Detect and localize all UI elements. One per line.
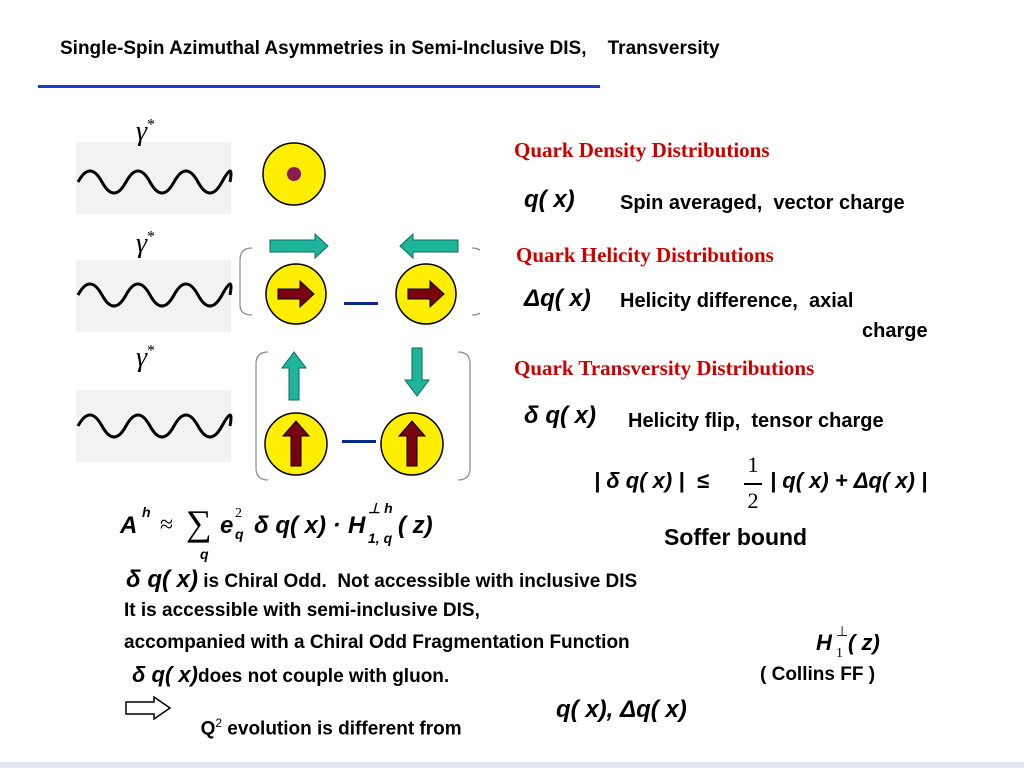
line1-text: is Chiral Odd. Not accessible with inclu…	[197, 571, 638, 592]
soffer-frac-den: 2	[747, 488, 759, 513]
photon-label-3: γ*	[136, 342, 156, 373]
photon-transverse-down-arrow	[404, 347, 430, 397]
fragmentation-line: accompanied with a Chiral Odd Fragmentat…	[124, 632, 630, 653]
formula-delta-q: Δq( x)	[524, 285, 591, 312]
line3-H-sup: ⊥	[836, 625, 849, 640]
quark-unpolarized	[262, 142, 326, 206]
photon-line-1	[76, 142, 233, 214]
line5-Q: Q	[200, 718, 216, 740]
quark-helicity-minus	[395, 263, 457, 325]
asym-e-sub: q	[235, 526, 244, 542]
bracket-right-3	[457, 351, 471, 481]
desc-transversity: Helicity flip, tensor charge	[628, 410, 884, 432]
asym-sum: ∑	[186, 503, 212, 543]
slide-title: Single-Spin Azimuthal Asymmetries in Sem…	[60, 38, 720, 59]
evolution-line: Q2 evolution is different from	[190, 694, 462, 740]
photon-line-3	[76, 390, 233, 462]
asymmetry-formula: A h ≈ ∑ q e 2 q δ q( x) · H ⊥ h 1, q ( z…	[120, 500, 460, 568]
soffer-inequality: | δ q( x) | ≤ 1 2 | q( x) + Δq( x) |	[594, 452, 994, 522]
bracket-left-2	[239, 247, 253, 316]
sidis-line: It is accessible with semi-inclusive DIS…	[124, 600, 480, 621]
line3-z: ( z)	[848, 630, 880, 655]
heading-transversity: Quark Transversity Distributions	[514, 356, 815, 380]
soffer-frac-num: 1	[747, 452, 759, 477]
line1-formula: δ q( x)	[126, 566, 198, 593]
photon-label-1: γ*	[136, 116, 156, 147]
line3-H: H	[816, 630, 832, 655]
collins-ff-note: ( Collins FF )	[760, 664, 876, 685]
photon-transverse-up-arrow	[281, 351, 307, 401]
line4-text: does not couple with gluon.	[197, 666, 450, 687]
quark-helicity-plus	[265, 263, 327, 325]
soffer-right: | q( x) + Δq( x) |	[770, 468, 928, 493]
asym-H-sup: ⊥ h	[368, 500, 393, 516]
asym-approx: ≈	[160, 512, 174, 538]
minus-sign-2	[344, 302, 378, 305]
asym-lhs: A	[120, 512, 138, 539]
line5-Q-sup: 2	[215, 716, 223, 730]
footer-bar	[0, 762, 1024, 768]
photon-label-2: γ*	[136, 228, 156, 259]
soffer-left: | δ q( x) | ≤	[594, 468, 709, 493]
asym-z: ( z)	[398, 512, 433, 539]
line5-formula: q( x), Δq( x)	[556, 696, 687, 723]
line3-H-sub: 1	[836, 646, 843, 661]
soffer-frac-bar	[744, 483, 762, 485]
collins-function: H ⊥ 1 ( z)	[816, 625, 906, 666]
asym-e: e	[220, 512, 234, 539]
bracket-left-3	[255, 351, 269, 481]
implies-arrow-icon	[125, 696, 172, 720]
heading-helicity: Quark Helicity Distributions	[516, 243, 774, 267]
photon-helicity-left-arrow	[399, 232, 459, 260]
quark-transverse-up-1	[264, 412, 328, 476]
soffer-label: Soffer bound	[664, 524, 808, 550]
quark-diagram	[76, 142, 480, 481]
asym-e-sup: 2	[235, 506, 242, 521]
asym-lhs-sup: h	[142, 504, 151, 520]
asym-H: H	[348, 512, 366, 539]
title-underline	[38, 85, 600, 88]
asym-sum-sub: q	[200, 546, 209, 562]
desc-density: Spin averaged, vector charge	[620, 192, 905, 214]
line5-text: evolution is different from	[222, 718, 462, 740]
heading-density: Quark Density Distributions	[514, 138, 770, 162]
quark-transverse-up-2	[380, 412, 444, 476]
desc-helicity-2: charge	[862, 320, 928, 342]
asym-delta-q: δ q( x) ·	[254, 512, 341, 539]
line4-formula: δ q( x)	[132, 662, 198, 687]
minus-sign-3	[342, 440, 376, 443]
gluon-line: δ q( x)does not couple with gluon.	[132, 662, 449, 688]
bracket-right-2	[471, 247, 480, 316]
formula-transversity: δ q( x)	[524, 402, 596, 429]
chiral-odd-line: δ q( x) is Chiral Odd. Not accessible wi…	[126, 566, 637, 594]
formula-q: q( x)	[524, 186, 575, 213]
desc-helicity: Helicity difference, axial	[620, 290, 854, 312]
asym-H-sub: 1, q	[368, 530, 393, 546]
photon-line-2	[76, 260, 233, 332]
photon-helicity-right-arrow	[269, 232, 329, 260]
